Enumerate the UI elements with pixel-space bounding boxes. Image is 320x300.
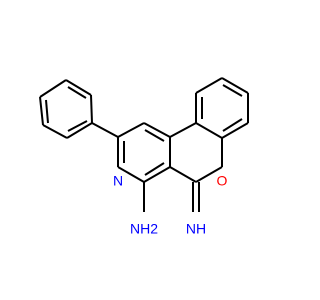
ring-nitrogen-label: N [111, 173, 125, 190]
bond [195, 77, 223, 94]
bond [221, 122, 249, 139]
atom-label-n: N [113, 173, 123, 189]
bond [221, 77, 249, 94]
label-background [215, 174, 229, 190]
bond [195, 166, 223, 183]
atom-label-nh: NH [186, 221, 206, 237]
imine-label: NH [184, 220, 208, 238]
bond [143, 166, 171, 183]
bond [117, 122, 145, 138]
phenyl-ring [39, 79, 93, 139]
double-bond-inner [45, 99, 49, 124]
double-bond-inner [67, 120, 88, 132]
pyridine-ring [117, 122, 171, 183]
bond [143, 122, 171, 138]
label-background [184, 220, 208, 238]
double-bond-inner [67, 86, 87, 99]
benzo-ring [195, 77, 249, 139]
bond [90, 94, 93, 124]
bond [39, 96, 44, 126]
label-background [129, 220, 159, 238]
double-bond-inner [144, 162, 165, 176]
biaryl-bond [91, 122, 119, 138]
atom-label-nh2: NH2 [130, 221, 158, 237]
lactone-ring [169, 122, 223, 183]
bond [39, 79, 67, 98]
bond [117, 166, 145, 183]
amine-label: NH2 [129, 220, 159, 238]
bond [65, 79, 92, 96]
bond [42, 124, 68, 139]
double-bond-inner [144, 129, 165, 142]
ring-oxygen-label: O [215, 173, 229, 190]
bond [66, 122, 93, 139]
double-bond-inner [222, 84, 243, 97]
bond [169, 166, 197, 183]
atom-label-o: O [217, 173, 228, 189]
label-background [111, 174, 125, 190]
double-bond-inner [222, 118, 243, 132]
bond [169, 122, 197, 138]
bond [195, 122, 223, 139]
molecular-structure: N O NH2 NH [39, 77, 249, 238]
